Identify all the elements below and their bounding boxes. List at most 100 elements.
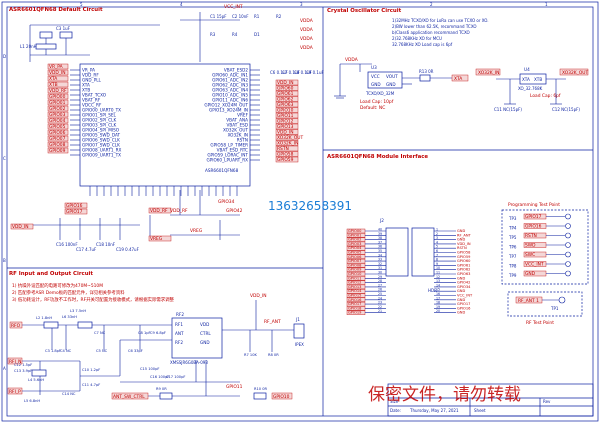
module-right-pin-num: 19 (436, 305, 440, 309)
rf-part: C13 3.9pF (14, 369, 32, 373)
bottom-label: GPIO34 (218, 199, 235, 205)
rf-switch-pin: RF2 (175, 340, 183, 345)
module-left-net: GPIO06 (348, 255, 362, 259)
right-net: XO32K_IN (277, 141, 298, 147)
xo32-part: XO_32.768K (518, 86, 543, 91)
module-left-pin-num: 37 (378, 240, 382, 244)
right-net: XO32K_OUT (277, 135, 304, 141)
chip-right-pin: RSTN (237, 138, 248, 143)
chip-left-pin: GPIO04_SPI_MISO (82, 128, 120, 133)
rf-part: R10 0R (254, 387, 267, 391)
module-left-net: GPIO05 (348, 251, 361, 255)
module-right-net: GND (457, 289, 465, 293)
rfo-netbox (9, 321, 23, 329)
row-marker: A (3, 366, 6, 371)
chip-right-pin: VBAT_ESD (227, 123, 248, 128)
crystal-note: 2)BW lower than 62.5K, recommand TCXO (392, 24, 476, 29)
rf-part: C6 33pF (128, 349, 143, 353)
left-net: GPIO03 (49, 112, 66, 118)
xo32-out-netbox (559, 68, 589, 76)
test-point-label: TP4 (508, 226, 517, 231)
bottom-cap: C19 0.47uF (116, 247, 140, 252)
xo32-cap-right: C12 NC(15pF) (552, 107, 580, 112)
module-right-net: GPIO58 (457, 251, 471, 255)
chip-left-pin: VR_PA (82, 68, 95, 73)
chip-right-pin: XO32K_IN (228, 133, 248, 138)
chip-right-pin: VREF (237, 113, 248, 118)
module-left-net: GPIO09 (348, 268, 362, 272)
net-box (47, 63, 69, 70)
module-right-net: GPIO42 (457, 281, 470, 285)
module-right-net: GPIO61 (457, 263, 470, 267)
rfi-p-netbox (7, 387, 23, 395)
module-right-pin-num: 14 (436, 283, 440, 287)
top-part: R2 (276, 14, 282, 19)
test-point-label: TP5 (508, 235, 517, 240)
right-net: RSTN (277, 146, 289, 152)
net-box (47, 99, 69, 106)
chip-right-pin: GPIO11_ADC_IN6 (212, 98, 248, 103)
net-box (47, 135, 69, 142)
rf-test-tp: TP1 (550, 306, 559, 311)
tcxo-pin: GND (371, 82, 381, 87)
rf-part: L4 5.6nH (28, 378, 44, 382)
module-right-net: GPIO60 (457, 259, 471, 263)
rf-part: C7 NC (94, 331, 106, 335)
net-box (64, 208, 88, 215)
net-box (47, 69, 69, 76)
module-left-net: GPIO19 (348, 311, 362, 315)
module-right-net: GPIO17 (457, 302, 470, 306)
rf-part: C8 1pF (138, 331, 151, 335)
crystal-note: b)Class6 application recommand TCXO (392, 30, 470, 35)
date-label: Date: (390, 408, 401, 413)
rf-switch-pin: CTRL (200, 331, 211, 336)
rf-part: C14 NC (62, 392, 76, 396)
module-left-net: GPIO04 (348, 246, 362, 250)
chip-right-pin: GPIO60_ADC_IN1 (212, 73, 248, 78)
net-box (148, 207, 172, 214)
chip-right-pin: GPIO61_ADC_IN2 (212, 78, 248, 83)
module-left-net: GPIO07 (348, 259, 361, 263)
module-right-pin-num: 1 (436, 228, 438, 232)
rf-note: 1) 抗噪外设匹配的电路可修改为470M~510M (12, 282, 103, 289)
chip-right-pin: GPIO60_LPUART_RX (206, 158, 248, 163)
sheet-label: Sheet (474, 408, 486, 413)
module-right-net: GPIO34 (457, 285, 471, 289)
tcxo-pin: GND (386, 82, 396, 87)
rf-part: C10 1.2pF (82, 368, 100, 372)
rf-switch-pin: ANT (175, 331, 184, 336)
tcxo-label: U3 (371, 65, 377, 70)
chip-right-pin: VBAT_ESD2 (224, 68, 248, 73)
net-box (275, 129, 299, 135)
module-left-net: GPIO01 (348, 233, 361, 237)
chip-right-pins: VBAT_ESD2GPIO60_ADC_IN1GPIO61_ADC_IN2GPI… (204, 68, 260, 163)
chip-left-pin: GPIO02_SPI_CLK (82, 118, 116, 123)
rf-part: C17 100pF (166, 375, 185, 379)
net-box (275, 140, 299, 146)
left-net: GPIO00 (49, 94, 66, 100)
chip-left-pins: VR_PAVDD_RFGND_PLLXTAXTBVBAT_TCXOVBAT_RF… (70, 68, 121, 158)
module-right-net: GND (457, 229, 465, 233)
test-point-icon (565, 213, 571, 220)
module-left-net: GPIO02 (348, 238, 361, 242)
top-net: VDDA (300, 45, 313, 51)
crystal-note: 32.768KHz XO Load cap is 6pf (392, 42, 453, 47)
left-net: GPIO09 (49, 148, 66, 154)
left-net: GPIO06 (49, 130, 66, 136)
net-box (275, 123, 299, 130)
tcxo-load-cap: Load Cap: 10pf (360, 99, 394, 105)
module-left-net: GPIO08 (348, 263, 362, 267)
module-left-pin-num: 35 (378, 249, 382, 253)
xo32-out-net: XO32K_OUT (562, 70, 589, 76)
module-right-net: GND (457, 311, 465, 315)
module-left-pin-num: 38 (378, 236, 382, 240)
ipex-connector (293, 323, 305, 339)
right-cap: C9 0.1uF (306, 70, 325, 75)
chip-left-pin: GPIO06_SWD_CLK (82, 138, 120, 143)
confidential-watermark: 保密文件，请勿转载 (368, 385, 521, 405)
left-net: GPIO02 (49, 106, 66, 112)
